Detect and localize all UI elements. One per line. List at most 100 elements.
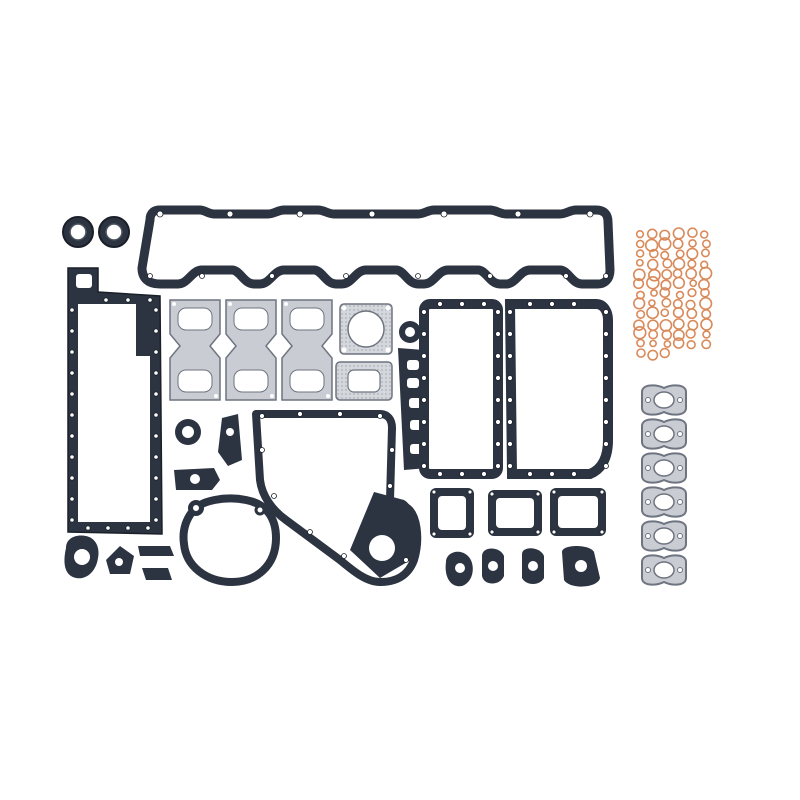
valve-cover-gasket: [137, 205, 615, 289]
small-gaskets-left: [64, 414, 242, 580]
copper-washer: [700, 248, 710, 258]
copper-washer: [699, 230, 709, 239]
copper-washer: [646, 275, 660, 290]
side-cover-gaskets: [419, 299, 613, 479]
flange-gasket: [430, 488, 474, 538]
exhaust-port-gasket: [641, 486, 687, 518]
copper-washer: [635, 258, 644, 267]
copper-washer: [646, 258, 659, 271]
copper-washer: [687, 227, 698, 239]
copper-washer: [672, 298, 683, 309]
copper-washer: [672, 227, 685, 240]
copper-washer: [700, 318, 713, 331]
copper-washer: [675, 290, 685, 300]
copper-washer: [635, 249, 645, 258]
exhaust-port-gasket: [641, 418, 687, 450]
copper-washer: [661, 297, 672, 308]
copper-washer: [635, 230, 645, 239]
copper-washer: [636, 338, 645, 348]
copper-washer: [672, 238, 684, 250]
copper-washer: [658, 237, 672, 251]
copper-washer: [660, 279, 672, 291]
copper-washer: [633, 297, 646, 310]
copper-washer: [649, 339, 657, 348]
copper-washer: [675, 249, 685, 259]
copper-washer: [650, 289, 658, 297]
copper-washer: [648, 299, 656, 307]
copper-washer: [648, 329, 659, 340]
exhaust-port-gasket: [641, 384, 687, 416]
copper-washer: [672, 268, 683, 279]
copper-washer: [688, 239, 697, 248]
manifold-gasket: [169, 299, 221, 401]
copper-washer: [699, 266, 713, 280]
copper-washer: [646, 306, 660, 320]
copper-washer: [672, 306, 685, 319]
copper-washer: [701, 239, 711, 249]
copper-washer: [672, 257, 686, 271]
copper-washer: [661, 268, 673, 280]
copper-washer: [659, 229, 671, 241]
copper-washer: [700, 287, 710, 298]
copper-washer: [687, 259, 697, 269]
small-gaskets-bottom: [445, 546, 600, 587]
copper-washer: [635, 239, 645, 249]
copper-washer: [659, 347, 671, 359]
manifold-gasket: [225, 299, 277, 401]
copper-washer: [672, 318, 685, 330]
exhaust-port-gaskets: [641, 384, 687, 586]
copper-washer: [644, 238, 659, 253]
copper-washer: [633, 326, 647, 340]
copper-washer: [647, 319, 659, 332]
copper-washer: [672, 329, 685, 342]
copper-washer: [686, 247, 699, 260]
copper-washer: [663, 340, 672, 348]
copper-washers: [632, 227, 713, 361]
copper-washer: [685, 267, 698, 280]
copper-washer: [648, 268, 661, 282]
turbo-gaskets: [335, 303, 393, 401]
copper-washer: [647, 349, 659, 361]
copper-washer: [701, 339, 712, 350]
copper-washer: [672, 337, 685, 349]
copper-washer: [685, 299, 696, 310]
copper-washer: [702, 330, 711, 339]
copper-washer: [636, 309, 646, 320]
copper-washer: [689, 279, 698, 288]
exhaust-port-gasket: [641, 520, 687, 552]
water-pump-gasket: [179, 494, 281, 587]
copper-washer: [636, 348, 646, 358]
flange-gasket: [488, 490, 542, 536]
exhaust-port-gasket: [641, 452, 687, 484]
exhaust-port-gasket: [641, 554, 687, 586]
copper-washer: [659, 287, 671, 298]
copper-washer: [648, 248, 659, 259]
timing-cover-gasket: [252, 410, 422, 586]
copper-washer: [632, 278, 645, 290]
copper-washer: [662, 258, 673, 269]
copper-washer: [687, 288, 697, 298]
copper-washer: [686, 308, 698, 320]
flange-gasket: [550, 488, 606, 536]
copper-washer: [633, 319, 645, 331]
flange-gaskets: [430, 488, 606, 538]
copper-washer: [632, 268, 646, 282]
oil-pan-gasket: [67, 267, 163, 535]
copper-washer: [660, 308, 670, 318]
copper-washer: [686, 340, 696, 350]
copper-washer: [699, 296, 713, 311]
copper-washer: [660, 250, 670, 260]
copper-washer: [646, 228, 658, 240]
copper-washer: [687, 319, 699, 331]
copper-washer: [685, 328, 696, 339]
oil-seals: [62, 216, 130, 248]
copper-washer: [672, 276, 686, 290]
copper-washer: [698, 278, 710, 291]
manifold-gasket: [281, 299, 333, 401]
copper-washer: [661, 329, 673, 341]
manifold-gaskets: [169, 299, 333, 401]
copper-washer: [701, 309, 712, 320]
copper-washer: [659, 318, 673, 332]
